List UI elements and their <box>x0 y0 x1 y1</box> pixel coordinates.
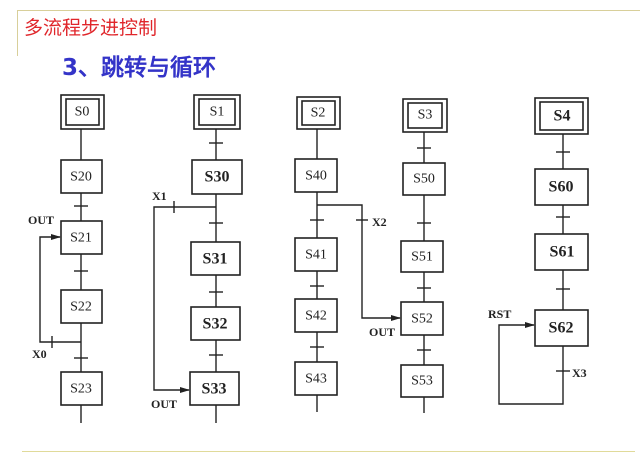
step-s31: S31 <box>190 241 241 276</box>
svg-text:S2: S2 <box>311 106 326 121</box>
step-s42: S42 <box>294 298 338 333</box>
step-s60: S60 <box>534 168 589 206</box>
svg-text:S50: S50 <box>413 172 435 187</box>
step-s43: S43 <box>294 361 338 396</box>
svg-text:S43: S43 <box>305 372 327 387</box>
chain-s1: S1 S30 S31 S32 S33 X1 OUT <box>151 94 243 423</box>
step-s50: S50 <box>402 162 446 196</box>
svg-text:S51: S51 <box>411 250 433 265</box>
step-s32: S32 <box>190 306 241 341</box>
svg-text:S60: S60 <box>549 179 574 196</box>
chain-s4: S4 S60 S61 S62 RST X3 <box>488 97 589 405</box>
svg-text:S31: S31 <box>203 251 228 268</box>
svg-text:S3: S3 <box>418 108 433 123</box>
svg-text:S30: S30 <box>205 169 230 186</box>
jump-line <box>153 206 216 393</box>
rst-label: RST <box>488 307 511 321</box>
initial-step-s2: S2 <box>296 96 341 130</box>
slide-frame-top <box>17 10 640 11</box>
x0-label: X0 <box>32 347 47 361</box>
step-s40: S40 <box>294 158 338 193</box>
initial-step-s0: S0 <box>60 94 105 130</box>
x3-label: X3 <box>572 366 587 380</box>
chain-s2: S2 S40 S41 S42 S43 X2 <box>294 96 401 412</box>
chain-s3: S3 S50 S51 S52 S53 OUT <box>369 98 448 413</box>
initial-step-s1: S1 <box>193 94 241 130</box>
svg-text:S41: S41 <box>305 248 327 263</box>
step-s53: S53 <box>400 364 444 398</box>
step-s51: S51 <box>400 240 444 273</box>
step-s30: S30 <box>191 159 243 195</box>
svg-text:S52: S52 <box>411 312 433 327</box>
slide-frame-left <box>17 10 18 56</box>
svg-text:S23: S23 <box>70 382 92 397</box>
svg-text:S1: S1 <box>210 105 225 120</box>
svg-text:S20: S20 <box>70 170 92 185</box>
svg-text:S40: S40 <box>305 169 327 184</box>
svg-text:S33: S33 <box>202 381 227 398</box>
svg-text:S61: S61 <box>550 244 575 261</box>
initial-step-s4: S4 <box>534 97 589 135</box>
chain-s0: S0 S20 S21 S22 S23 OUT X0 <box>28 94 105 423</box>
svg-text:S22: S22 <box>70 300 92 315</box>
step-s33: S33 <box>189 371 240 406</box>
jump-line <box>317 204 401 321</box>
step-s62: S62 <box>534 309 589 347</box>
step-s20: S20 <box>60 159 103 194</box>
reset-loop-line <box>498 322 564 405</box>
x1-label: X1 <box>152 189 167 203</box>
step-s41: S41 <box>294 237 338 272</box>
out-label: OUT <box>28 213 54 227</box>
initial-step-s3: S3 <box>402 98 448 133</box>
step-s23: S23 <box>60 371 103 406</box>
out-label: OUT <box>151 397 177 411</box>
step-s22: S22 <box>60 289 103 324</box>
svg-text:S4: S4 <box>554 108 571 125</box>
svg-text:S62: S62 <box>549 320 574 337</box>
out-label: OUT <box>369 325 395 339</box>
slide-frame-bottom <box>22 451 635 452</box>
section-title: 多流程步进控制 <box>24 17 158 39</box>
svg-text:S32: S32 <box>203 316 228 333</box>
step-s52: S52 <box>400 301 444 336</box>
svg-text:S21: S21 <box>70 231 92 246</box>
step-s21: S21 <box>60 220 103 255</box>
svg-text:S0: S0 <box>75 105 90 120</box>
step-s61: S61 <box>534 233 589 271</box>
x2-label: X2 <box>372 215 387 229</box>
jump-loop-line <box>39 234 81 343</box>
slide-subtitle: 3、跳转与循环 <box>62 55 217 81</box>
svg-text:S42: S42 <box>305 309 327 324</box>
svg-text:S53: S53 <box>411 374 433 389</box>
